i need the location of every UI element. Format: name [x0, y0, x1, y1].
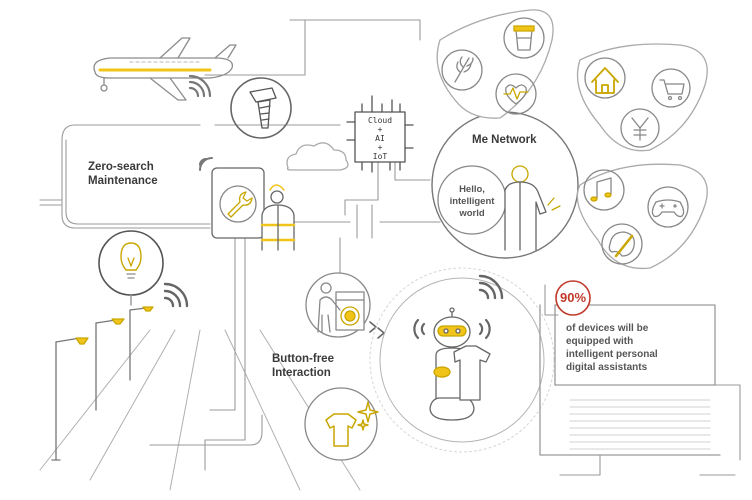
me-network-label: Me Network: [472, 134, 537, 146]
me-network-circle: [431, 111, 579, 259]
health-cluster: [436, 9, 554, 119]
cloud-icon: [286, 142, 349, 171]
tshirt-icon: [453, 345, 491, 401]
sparkle-icon: [357, 401, 379, 431]
wifi-signal-icon: [188, 74, 212, 98]
connector-lines: [39, 19, 741, 476]
cart-icon: [659, 79, 685, 101]
lightbulb-icon: [98, 230, 164, 306]
tablet-wrench-icon: [211, 167, 265, 239]
zero-search-maintenance-label: Zero-search Maintenance: [88, 161, 158, 187]
stat-percentage: 90%: [559, 290, 587, 305]
wheat-icon: [454, 56, 474, 83]
street-lamp-icon: [51, 306, 154, 461]
bolt-icon: [230, 77, 292, 139]
coffee-cup-icon: [513, 25, 535, 51]
person-icon: [504, 165, 561, 251]
house-icon: [591, 67, 619, 94]
washing-machine-icon: [335, 291, 365, 331]
airplane-icon: [93, 37, 237, 101]
yen-icon: [631, 117, 649, 141]
tshirt-circle: [304, 387, 378, 461]
heartbeat-icon: [503, 84, 529, 105]
technician-icon: [260, 184, 296, 251]
wifi-signal-icon: [478, 274, 504, 300]
wifi-signal-icon: [413, 318, 491, 340]
person-icon: [317, 282, 341, 333]
wifi-signal-icon: [163, 282, 189, 308]
hello-world-text: Hello, intelligent world: [449, 184, 495, 219]
tshirt-icon: [325, 413, 357, 447]
wifi-signal-icon: [199, 157, 213, 171]
entertainment-cluster: [576, 163, 708, 270]
stat-description: of devices will be equipped with intelli…: [566, 323, 658, 373]
button-free-interaction-label: Button-free Interaction: [272, 353, 334, 379]
music-icon: [590, 177, 612, 202]
stat-panel: [539, 280, 721, 456]
gamepad-icon: [651, 199, 685, 218]
chip-icon: [346, 95, 414, 173]
palette-icon: [608, 231, 635, 258]
chip-label: Cloud + AI + IoT: [367, 116, 393, 161]
home-cluster: [576, 43, 708, 152]
